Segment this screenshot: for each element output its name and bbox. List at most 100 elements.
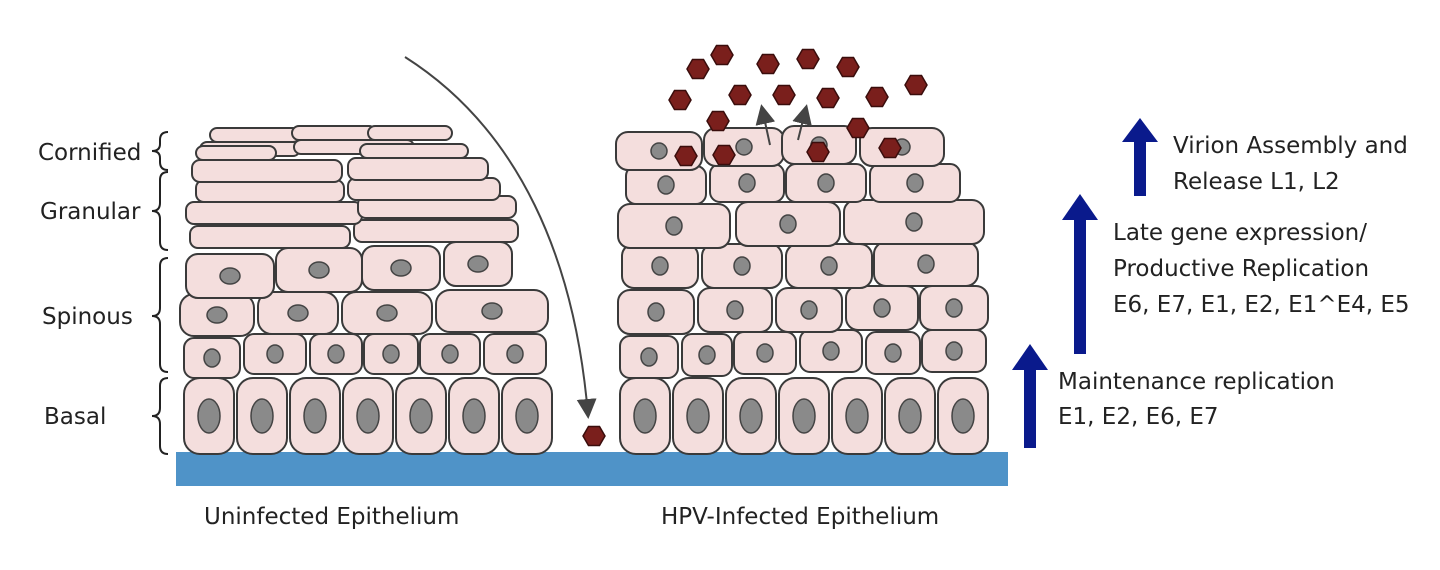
- cell-nucleus: [467, 255, 489, 273]
- layer-label-cornified: Cornified: [38, 140, 141, 166]
- cell-nucleus: [800, 300, 818, 320]
- virion-particle: [806, 141, 830, 163]
- cell-nucleus: [657, 175, 675, 195]
- stage-arrow-maintenance: [1012, 344, 1048, 448]
- bracket-spinous: [151, 257, 169, 373]
- cell-nucleus: [905, 212, 923, 232]
- cell: [501, 377, 553, 455]
- stage-late-line1: Late gene expression/: [1113, 220, 1367, 246]
- cell-nucleus: [266, 344, 284, 364]
- cell: [435, 289, 549, 333]
- caption-infected: HPV-Infected Epithelium: [661, 504, 939, 530]
- virion-particle: [674, 145, 698, 167]
- cell-nucleus: [726, 300, 744, 320]
- cell-nucleus: [462, 398, 486, 434]
- stage-virion-line2: Release L1, L2: [1173, 169, 1340, 195]
- virion-particle: [728, 84, 752, 106]
- cell: [617, 203, 731, 249]
- cell-nucleus: [945, 298, 963, 318]
- cell: [195, 179, 345, 203]
- cell: [448, 377, 500, 455]
- cell: [672, 377, 724, 455]
- cell-nucleus: [203, 348, 221, 368]
- bracket-basal: [151, 377, 169, 455]
- cell-nucleus: [951, 398, 975, 434]
- cell-nucleus: [873, 298, 891, 318]
- cell-nucleus: [738, 173, 756, 193]
- cell: [865, 331, 921, 375]
- cell: [859, 127, 945, 167]
- cell: [735, 201, 841, 247]
- cell: [179, 293, 255, 337]
- cell-nucleus: [945, 341, 963, 361]
- cell: [785, 163, 867, 203]
- cell: [919, 285, 989, 331]
- cell-nucleus: [733, 256, 751, 276]
- cell: [625, 165, 707, 205]
- layer-brackets: [151, 131, 169, 455]
- cell: [921, 329, 987, 373]
- layer-label-spinous: Spinous: [42, 304, 133, 330]
- stage-maintenance-line1: Maintenance replication: [1058, 369, 1335, 395]
- cell: [347, 177, 501, 201]
- virion-particle: [904, 74, 928, 96]
- cell-nucleus: [376, 304, 398, 322]
- cell-nucleus: [409, 398, 433, 434]
- cell: [937, 377, 989, 455]
- cell: [195, 145, 277, 161]
- cell: [189, 225, 351, 249]
- cell-nucleus: [665, 216, 683, 236]
- cell: [209, 127, 301, 143]
- virion-particle: [846, 117, 870, 139]
- cell: [291, 125, 377, 141]
- release-arrow-right: [792, 104, 812, 141]
- cell: [347, 157, 489, 181]
- virion-particle: [836, 56, 860, 78]
- cell: [843, 199, 985, 245]
- cell-nucleus: [506, 344, 524, 364]
- virion-particle: [796, 48, 820, 70]
- cell: [621, 243, 699, 289]
- cell-nucleus: [651, 256, 669, 276]
- cell: [275, 247, 363, 293]
- cell: [361, 245, 441, 291]
- virion-particle: [756, 53, 780, 75]
- cell-nucleus: [698, 345, 716, 365]
- cell: [785, 243, 873, 289]
- cell-nucleus: [327, 344, 345, 364]
- cell-nucleus: [303, 398, 327, 434]
- cell-nucleus: [640, 347, 658, 367]
- cell: [697, 287, 773, 333]
- cell-nucleus: [906, 173, 924, 193]
- caption-uninfected: Uninfected Epithelium: [204, 504, 459, 530]
- bracket-granular: [151, 171, 169, 251]
- cell-nucleus: [308, 261, 330, 279]
- cell: [483, 333, 547, 375]
- virion-particle: [668, 89, 692, 111]
- cell-nucleus: [647, 302, 665, 322]
- cell: [725, 377, 777, 455]
- virion-particle: [712, 144, 736, 166]
- cell: [289, 377, 341, 455]
- release-arrow-left: [755, 104, 776, 146]
- cell-nucleus: [197, 398, 221, 434]
- cell: [778, 377, 830, 455]
- basement-membrane: [176, 452, 1008, 486]
- virion-particle: [710, 44, 734, 66]
- cell: [353, 219, 519, 243]
- cell: [873, 241, 979, 287]
- cell-nucleus: [481, 302, 503, 320]
- cell: [617, 289, 695, 335]
- cell: [775, 287, 843, 333]
- cell: [443, 241, 513, 287]
- cell-nucleus: [650, 142, 668, 160]
- cell-nucleus: [515, 398, 539, 434]
- cell-nucleus: [845, 398, 869, 434]
- layer-label-granular: Granular: [40, 199, 141, 225]
- cell: [257, 291, 339, 335]
- cell: [341, 291, 433, 335]
- cell: [619, 377, 671, 455]
- cell-nucleus: [250, 398, 274, 434]
- cell: [869, 163, 961, 203]
